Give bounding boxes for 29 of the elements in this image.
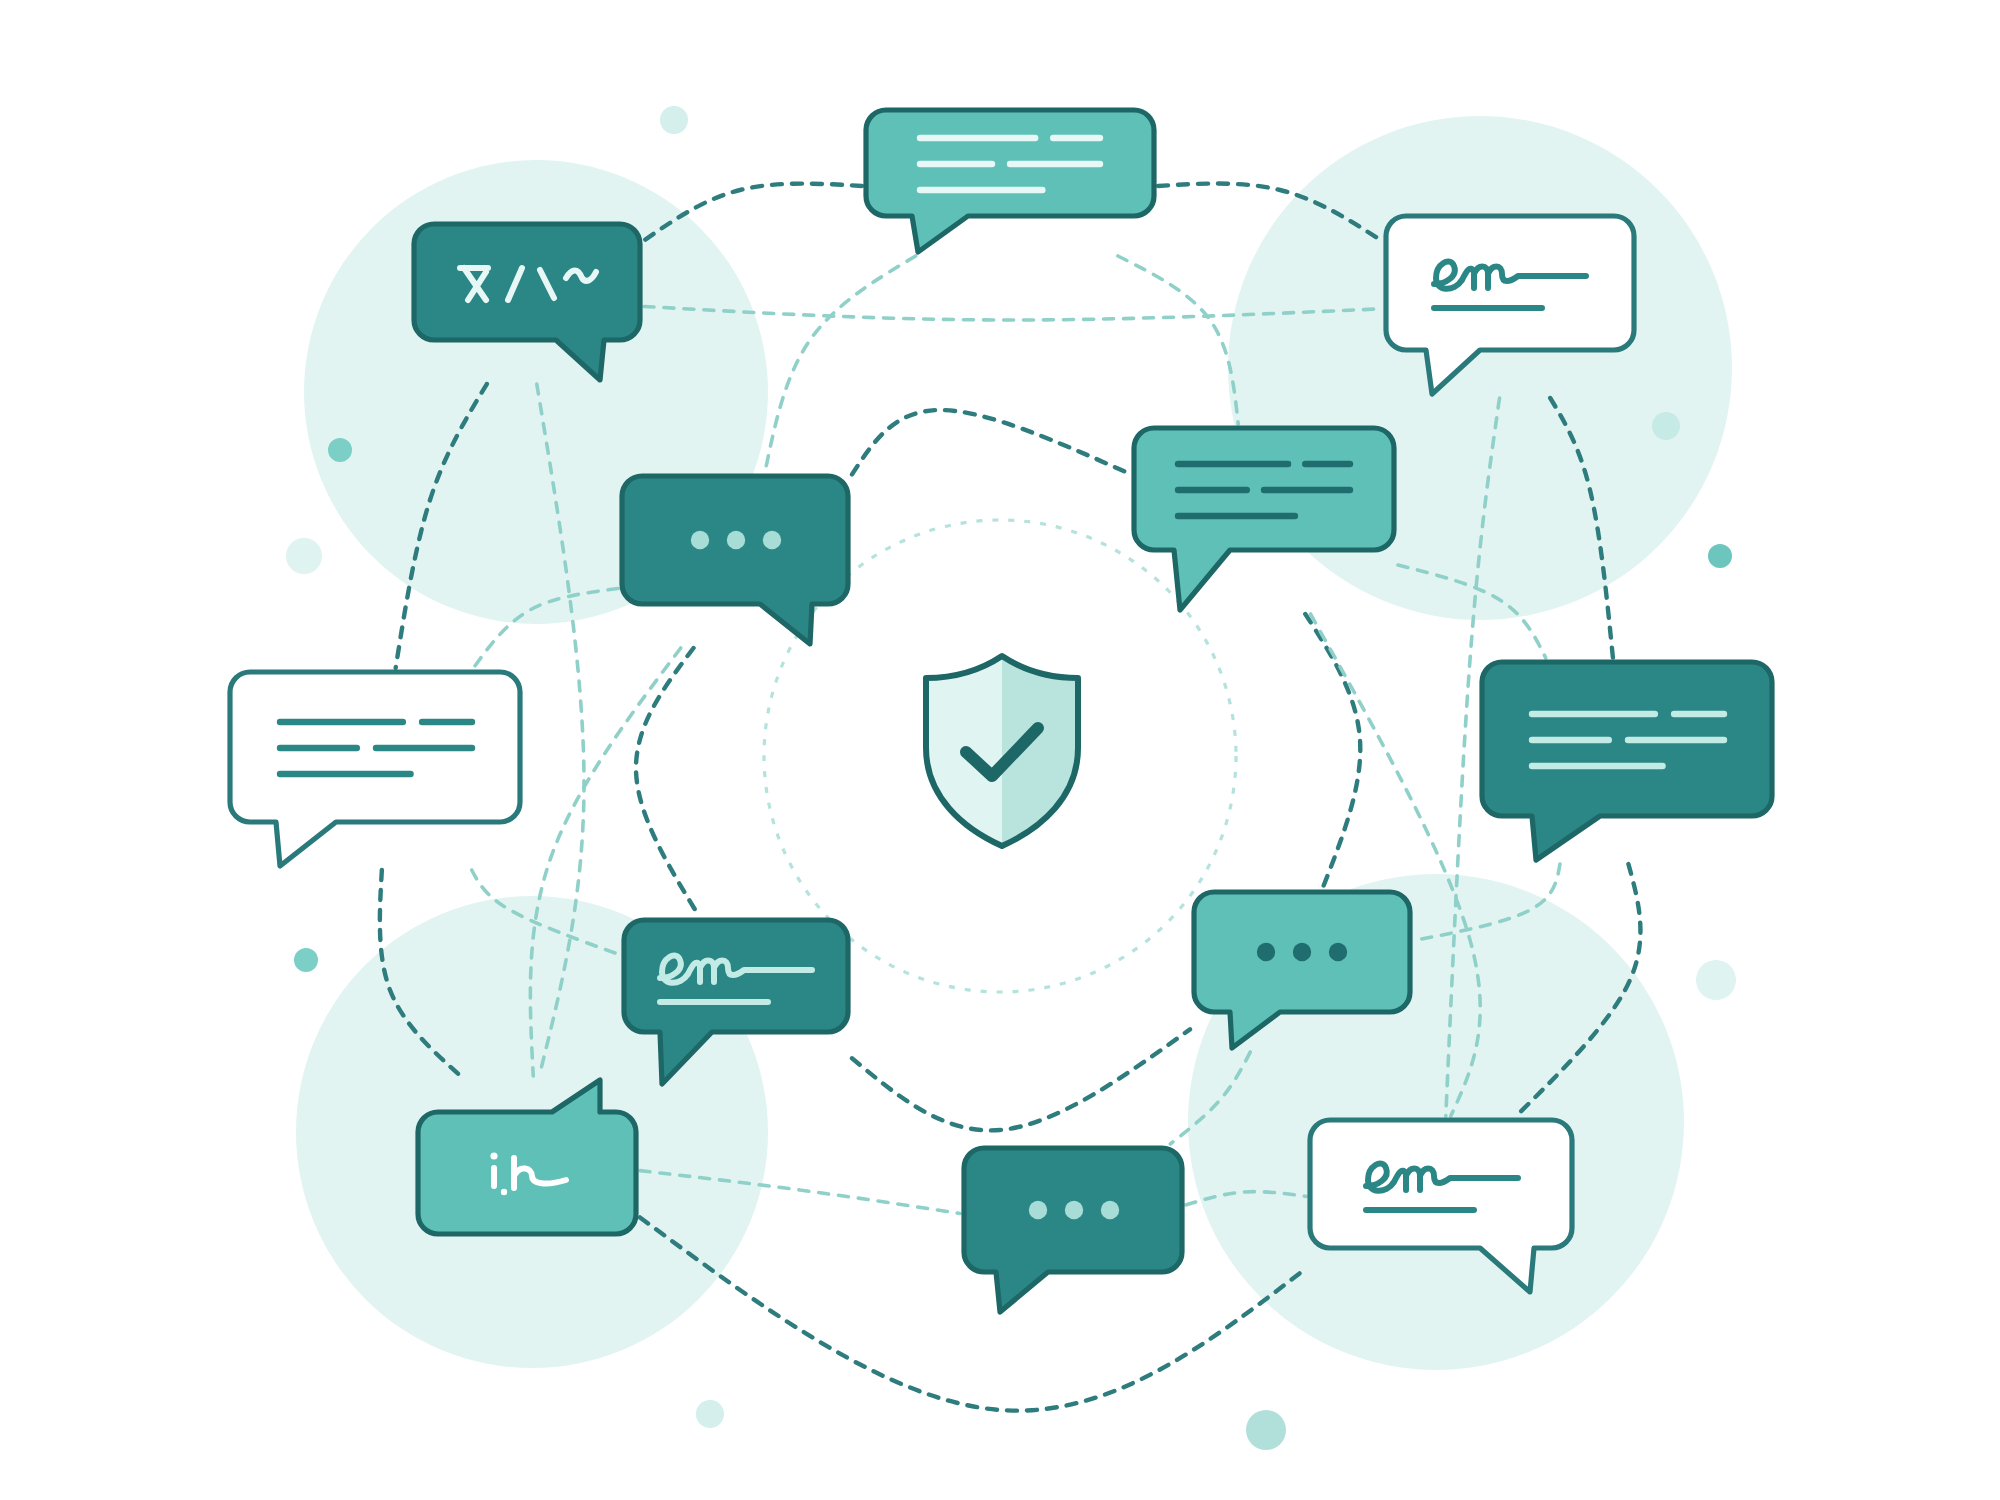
speech-bubble	[410, 220, 644, 384]
speech-bubble	[414, 1076, 640, 1238]
speech-bubble	[1190, 888, 1414, 1052]
speech-bubble	[862, 106, 1158, 256]
dashed-connector	[469, 868, 622, 957]
speech-bubble	[618, 472, 852, 648]
dashed-connector	[1396, 563, 1548, 660]
dashed-connector	[1308, 612, 1482, 1118]
dashed-connector	[1514, 861, 1643, 1119]
speech-bubble	[1478, 658, 1776, 864]
speech-bubble	[1382, 212, 1638, 398]
dashed-connector	[393, 381, 490, 671]
dashed-connector	[849, 1027, 1193, 1133]
dashed-connector	[1444, 396, 1502, 1118]
speech-bubble	[1306, 1116, 1576, 1296]
dashed-connector	[377, 867, 463, 1079]
dashed-connector	[1168, 1050, 1253, 1146]
dashed-connector	[638, 1168, 962, 1216]
dashed-connector	[471, 586, 620, 670]
speech-bubble	[226, 668, 524, 870]
dashed-connector	[1548, 395, 1616, 661]
dashed-connector	[1303, 611, 1363, 891]
dashed-connector	[641, 181, 865, 243]
speech-bubble	[620, 916, 852, 1088]
dashed-connector	[1116, 254, 1240, 426]
dashed-connector	[528, 646, 683, 1078]
dashed-connector	[1184, 1189, 1308, 1207]
speech-bubble	[960, 1144, 1186, 1316]
speech-bubble	[1130, 424, 1398, 614]
